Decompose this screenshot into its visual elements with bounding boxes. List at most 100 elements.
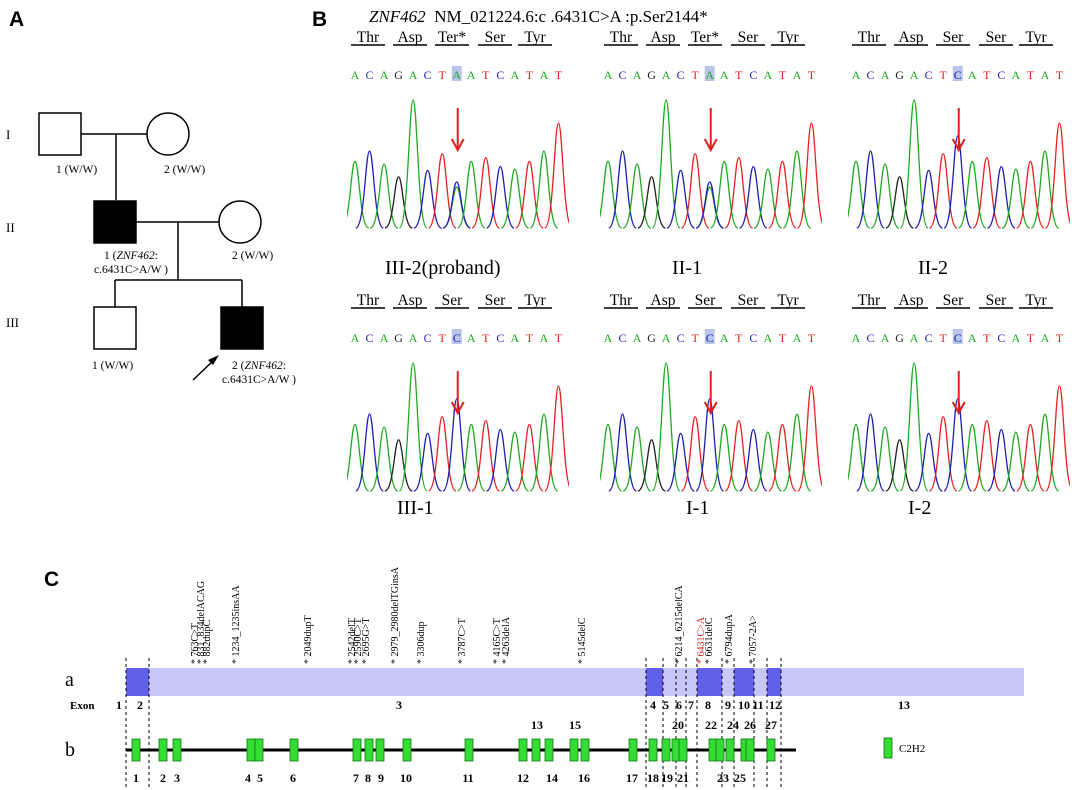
variant-base-highlight [952, 66, 963, 81]
zinc-finger-number: 20 [672, 718, 684, 732]
chromatogram-peak [1045, 122, 1070, 229]
chromatogram-peak [637, 439, 666, 492]
zinc-finger-number: 2 [160, 771, 166, 785]
transcript-bar [126, 668, 1024, 696]
amino-acid-label: Ser [986, 30, 1008, 46]
svg-text:* 2979_2980delTGinsA: * 2979_2980delTGinsA [390, 566, 401, 664]
base-call: C [997, 68, 1005, 82]
base-call: C [619, 68, 627, 82]
base-call: A [968, 331, 977, 345]
zinc-finger-number: 24 [727, 718, 739, 732]
panel-b-title: ZNF462 NM_021224.6:c .6431C>A :p.Ser2144… [369, 7, 708, 26]
amino-acid-label: Thr [610, 293, 633, 309]
chromatogram-peak [456, 160, 486, 229]
amino-acid-label: Thr [357, 293, 380, 309]
amino-acid-label: Ser [738, 293, 760, 309]
zinc-finger-domain [628, 738, 638, 762]
variant-arrow-head-icon [703, 401, 718, 416]
chromatogram-peak [848, 423, 871, 492]
exon-number: 13 [898, 698, 910, 712]
svg-text:* 6214_6215delCA: * 6214_6215delCA [674, 585, 685, 664]
base-call: A [968, 68, 977, 82]
zinc-finger-domain [725, 738, 735, 762]
zinc-finger-domain [364, 738, 374, 762]
zinc-finger-number: 27 [765, 718, 777, 732]
chromatogram-peak [514, 423, 544, 492]
zinc-finger-number: 5 [257, 771, 263, 785]
variant-label: * 6631delC [704, 617, 715, 664]
zinc-finger-number: 9 [378, 771, 384, 785]
amino-acid-label: Ter* [438, 30, 466, 46]
base-call: A [793, 68, 802, 82]
zinc-finger-domain [715, 738, 725, 762]
base-call: T [555, 331, 563, 345]
svg-text:* 2590C>T: * 2590C>T [353, 618, 364, 664]
svg-text:* 7057-2A>: * 7057-2A> [748, 615, 759, 664]
variant-label: * 6214_6215delCA [674, 585, 685, 664]
base-call: C [366, 331, 374, 345]
base-call: A [1012, 68, 1021, 82]
variant-label: * 7057-2A> [748, 615, 759, 664]
base-call: G [647, 68, 656, 82]
base-call: A [910, 331, 919, 345]
base-call: T [439, 68, 447, 82]
svg-text:* 2542delT: * 2542delT [347, 618, 358, 664]
base-call: A [380, 68, 389, 82]
base-call: A [540, 68, 549, 82]
zinc-finger-domain [518, 738, 528, 762]
base-call: C [677, 68, 685, 82]
chromatogram-peak [651, 99, 681, 229]
chromatogram-peak [347, 160, 370, 229]
chromatogram-peak [680, 153, 710, 229]
zinc-finger-number: 15 [569, 718, 581, 732]
chromatogram-peak [544, 122, 569, 229]
chromatogram-peak [413, 432, 442, 492]
zinc-finger-number: 3 [174, 771, 180, 785]
amino-acid-label: Ser [986, 293, 1008, 309]
variant-label: * 5145delC [577, 617, 588, 664]
base-call: C [749, 331, 757, 345]
zinc-finger-number: 16 [578, 771, 590, 785]
zinc-finger-domain [158, 738, 168, 762]
variant-label: * 6431C>A [696, 616, 707, 664]
row-label-b: b [65, 739, 75, 761]
base-call: T [983, 68, 991, 82]
chromatogram-peak [529, 150, 559, 229]
zinc-finger-domain [289, 738, 299, 762]
chromatogram-peak [957, 423, 987, 492]
chromatogram-peak [600, 423, 623, 492]
trace-sample-label: II-2 [918, 257, 948, 279]
exon-number: 7 [688, 698, 694, 712]
exon-number: 4 [650, 698, 656, 712]
base-call: C [677, 331, 685, 345]
exon-number: 5 [663, 698, 669, 712]
chromatogram-peak [413, 169, 442, 229]
zinc-finger-number: 21 [677, 771, 689, 785]
chromatogram-peak [456, 423, 486, 492]
chromatogram-peak [782, 413, 812, 492]
chromatogram-peak-secondary [695, 181, 724, 229]
amino-acid-label: Asp [398, 293, 423, 309]
base-call: A [351, 331, 360, 345]
base-call: C [997, 331, 1005, 345]
base-call: A [540, 331, 549, 345]
amino-acid-label: Asp [651, 30, 676, 46]
chromatogram-peak [738, 165, 768, 229]
chromatogram-peak [1001, 168, 1031, 229]
variant-label: * 763C>T [190, 623, 201, 664]
pedigree-label-ii-1: 1 (ZNF462: c.6431C>A/W ) [94, 250, 168, 276]
pedigree-iii-1-male [93, 306, 137, 350]
exon-block [126, 668, 149, 696]
chromatogram-peak [500, 431, 530, 492]
svg-text:* 763C>T: * 763C>T [190, 623, 201, 664]
chromatogram-peak [848, 160, 871, 229]
chromatogram-peak [709, 423, 739, 492]
base-call: C [706, 331, 714, 345]
base-call: A [662, 68, 671, 82]
generation-label-ii: II [6, 220, 15, 235]
pedigree-i-2-female [146, 112, 190, 156]
variant-label: * 2695G>T [361, 618, 372, 664]
chromatogram-peak [899, 99, 929, 229]
